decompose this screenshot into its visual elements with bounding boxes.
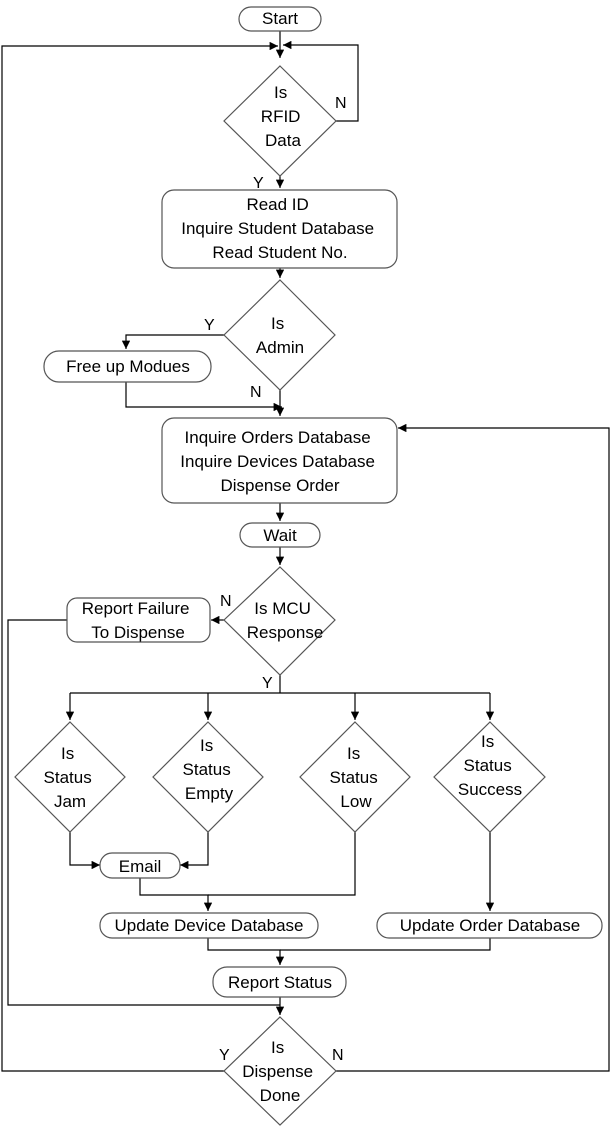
svg-text:Report Status: Report Status [228, 973, 332, 992]
mcu-no-label: N [220, 593, 232, 610]
svg-text:Is Status Empty: Is Status Empty [183, 736, 236, 803]
is-status-jam-decision: Is Status Jam [14, 721, 126, 833]
svg-text:Report Failure To Dispen: Report Failure To Dispense [82, 599, 194, 642]
edge-done-yes-loop [1, 41, 278, 1072]
inquire-orders-process: Inquire Orders Database Inquire Devices … [161, 417, 398, 504]
done-yes-label: Y [219, 1047, 230, 1064]
is-status-empty-decision: Is Status Empty [152, 721, 264, 833]
edge-admin-yes [121, 334, 224, 349]
edge-labels: N Y Y N N Y Y N [204, 95, 347, 1064]
edges [1, 31, 610, 1072]
edge-email-to-update-device [139, 878, 213, 911]
rfid-no-label: N [335, 95, 347, 112]
svg-text:Read ID Inquire Student: Read ID Inquire Student Database Read St… [181, 195, 379, 262]
admin-no-label: N [250, 384, 262, 401]
svg-text:Wait: Wait [263, 526, 297, 545]
report-failure-process: Report Failure To Dispense [66, 597, 211, 643]
wait-process: Wait [239, 522, 321, 548]
svg-text:Is MCU Response: Is MCU Response [247, 599, 324, 642]
update-device-database-process: Update Device Database [99, 912, 319, 939]
svg-text:Is Status Jam: Is Status Jam [44, 744, 97, 811]
report-status-process: Report Status [212, 966, 347, 998]
free-up-modules-process: Free up Modues [43, 350, 212, 383]
done-no-label: N [332, 1047, 344, 1064]
edge-free-to-merge [125, 382, 282, 412]
is-status-success-decision: Is Status Success [433, 721, 546, 833]
svg-text:Free up Modues: Free up Modues [66, 357, 190, 376]
is-status-low-decision: Is Status Low [299, 721, 411, 833]
edge-rfid-no-loop [283, 40, 359, 122]
svg-text:Is Dispense Done: Is Dispense Done [242, 1038, 318, 1105]
svg-text:Update Device Database: Update Device Database [114, 916, 303, 935]
svg-text:Email: Email [119, 857, 162, 876]
edge-empty-to-email [180, 832, 209, 870]
svg-text:Is Admin: Is Admin [256, 314, 304, 357]
edge-update-device-to-report [207, 938, 285, 965]
svg-text:Inquire Orders Database: Inquire Orders Database Inquire Devices … [180, 428, 379, 495]
edge-failure-to-done [7, 619, 280, 1006]
svg-text:Is Status Success: Is Status Success [458, 732, 522, 799]
mcu-yes-label: Y [262, 675, 273, 692]
rfid-yes-label: Y [253, 175, 264, 192]
edge-update-order-to-report [280, 938, 491, 951]
admin-yes-label: Y [204, 317, 215, 334]
edge-jam-to-email [69, 832, 100, 870]
is-admin-decision: Is Admin [223, 279, 336, 391]
svg-text:Is Status Low: Is Status Low [330, 744, 383, 811]
edge-low-to-update-device [208, 832, 356, 896]
start-terminator: Start [238, 6, 322, 32]
is-rfid-decision: Is RFID Data [223, 65, 337, 177]
update-order-database-process: Update Order Database [376, 912, 603, 939]
email-process: Email [99, 852, 181, 879]
svg-text:Update Order Database: Update Order Database [400, 916, 581, 935]
is-mcu-response-decision: Is MCU Response [223, 566, 336, 676]
svg-text:Start: Start [262, 9, 298, 28]
is-dispense-done-decision: Is Dispense Done [223, 1016, 337, 1126]
edge-done-no-loop [336, 423, 610, 1072]
read-id-process: Read ID Inquire Student Database Read St… [161, 189, 398, 269]
svg-text:Is RFID Data: Is RFID Data [261, 83, 305, 150]
